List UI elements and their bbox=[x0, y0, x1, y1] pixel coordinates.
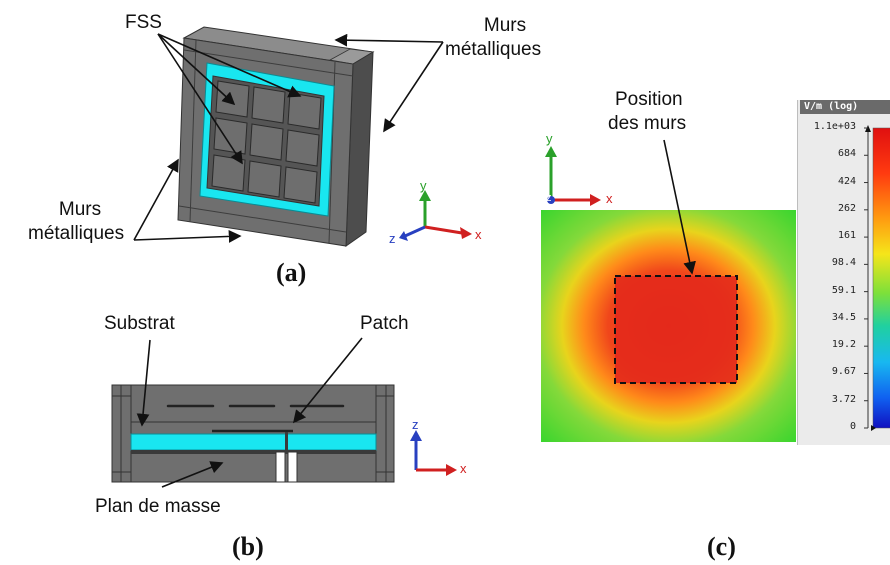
panel-b-arrows bbox=[136, 337, 363, 488]
panel-a-box bbox=[177, 26, 375, 247]
colorbar-tick-label: 424 bbox=[837, 175, 856, 187]
walls-left-line1: Murs bbox=[58, 199, 102, 220]
colorbar-tick-label: 161 bbox=[837, 230, 856, 242]
caption-a: (a) bbox=[276, 258, 307, 287]
colorbar-tick-label: 1.1e+03 bbox=[813, 121, 856, 132]
position-label-line1: Position bbox=[615, 89, 683, 110]
colorbar-tick-label: 684 bbox=[837, 148, 856, 160]
position-arrow bbox=[663, 139, 696, 275]
walls-top-line1: Murs bbox=[483, 15, 527, 36]
colorbar-tick-label: 59.1 bbox=[831, 284, 856, 296]
axis-b-z: z bbox=[412, 417, 419, 432]
caption-b: (b) bbox=[232, 532, 264, 561]
axis-a-y: y bbox=[420, 178, 427, 193]
colorbar-tick-label: 98.4 bbox=[831, 257, 856, 269]
panel-b-cross-section bbox=[111, 384, 395, 483]
ground-plane-label: Plan de masse bbox=[95, 496, 221, 517]
patch-label: Patch bbox=[360, 313, 409, 334]
panel-c-field-map bbox=[541, 210, 796, 442]
axis-a-x: x bbox=[475, 227, 482, 242]
position-label-line2: des murs bbox=[608, 113, 687, 134]
colorbar-tick-label: 9.67 bbox=[831, 366, 856, 378]
colorbar-tick-label: 0 bbox=[849, 421, 856, 432]
axis-c-x: x bbox=[606, 191, 613, 206]
fss-label: FSS bbox=[125, 12, 162, 33]
substrat-label: Substrat bbox=[104, 313, 175, 334]
axis-c-y: y bbox=[546, 131, 553, 146]
colorbar-title: V/m (log) bbox=[800, 100, 890, 114]
caption-c: (c) bbox=[707, 532, 736, 561]
colorbar-tick-label: 34.5 bbox=[831, 311, 856, 323]
axis-c-z: z bbox=[546, 192, 552, 204]
panel-a-arrows bbox=[133, 33, 444, 243]
walls-top-line2: métalliques bbox=[445, 39, 542, 60]
colorbar-graphic bbox=[864, 125, 890, 431]
axes-triad-b bbox=[410, 430, 457, 476]
axis-b-x: x bbox=[460, 461, 467, 476]
axes-triad-c bbox=[545, 146, 601, 206]
walls-left-line2: métalliques bbox=[28, 223, 125, 244]
colorbar: V/m (log) 1.1e+03 684 424 262 161 98.4 59.1 34.… bbox=[797, 100, 890, 445]
colorbar-tick-label: 262 bbox=[837, 202, 856, 214]
axis-a-z: z bbox=[389, 231, 396, 246]
axes-triad-a bbox=[399, 190, 472, 241]
walls-position-box bbox=[614, 275, 738, 384]
colorbar-tick-label: 19.2 bbox=[831, 339, 856, 351]
colorbar-tick-label: 3.72 bbox=[831, 393, 856, 405]
